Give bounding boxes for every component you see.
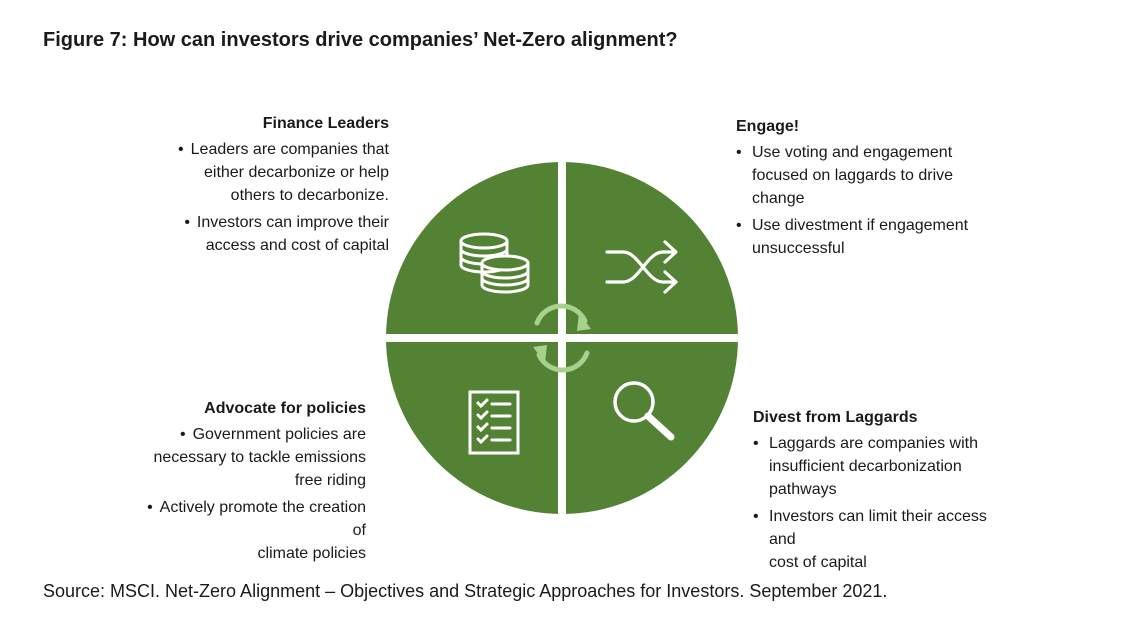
cycle-arrowhead-bottom [533,345,547,363]
divest-bullet-2: Investors can limit their access andcost… [753,505,1013,574]
divest-bullet-1: Laggards are companies withinsufficient … [753,432,1013,501]
quadrant-advocate [386,338,562,514]
divest-bullets: Laggards are companies withinsufficient … [753,432,1013,574]
finance-heading: Finance Leaders [262,115,389,132]
cycle-arrowhead-top [577,313,591,331]
shuffle-icon [605,240,678,294]
engage-block: Engage! Use voting and engagementfocused… [736,117,976,264]
advocate-heading: Advocate for policies [204,400,366,417]
source-note: Source: MSCI. Net-Zero Alignment – Objec… [43,581,888,601]
engage-heading: Engage! [736,118,800,135]
advocate-block: Advocate for policies •Government polici… [130,399,366,569]
cycle-arrows-icon [534,303,590,373]
magnifier-icon [613,381,675,441]
checklist-icon [468,390,520,455]
quadrant-finance [386,162,562,338]
coins-icon [459,232,530,294]
divest-heading: Divest from Laggards [753,409,918,426]
quadrant-engage [562,162,738,338]
finance-leaders-block: Finance Leaders •Leaders are companies t… [160,114,389,261]
horizontal-divider [386,334,738,342]
figure-title: Figure 7: How can investors drive compan… [43,29,678,51]
quadrant-divest [562,338,738,514]
divest-block: Divest from Laggards Laggards are compan… [753,408,1013,578]
